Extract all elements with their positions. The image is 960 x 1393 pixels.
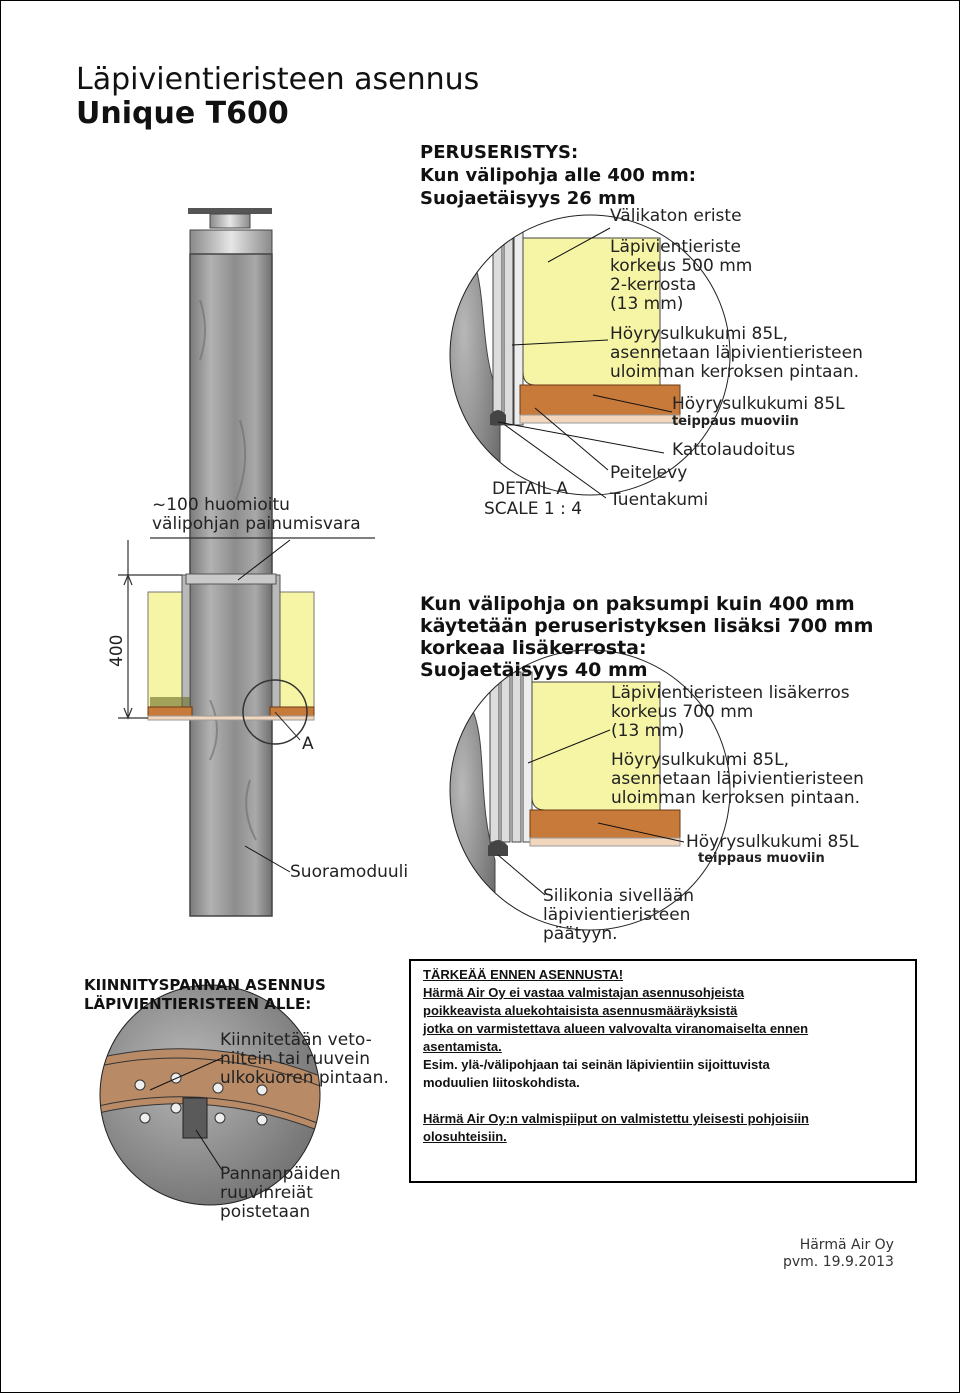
notice-line: moduulien liitoskohdista.: [423, 1075, 580, 1090]
label-line: Silikonia sivellään: [543, 886, 695, 906]
footer: Härmä Air Oy pvm. 19.9.2013: [783, 1237, 894, 1271]
label-line: Höyrysulkukumi 85L,: [611, 750, 790, 770]
label-line: ulkokuoren pintaan.: [220, 1068, 389, 1088]
notice-line: Esim. ylä-/välipohjaan tai seinän läpivi…: [423, 1057, 770, 1072]
label-line: Läpivientieriste: [610, 237, 741, 257]
clamp-heading: KIINNITYSPANNAN ASENNUS LÄPIVIENTIERISTE…: [84, 976, 326, 1014]
label-painumisvara: ~100 huomioitu välipohjan painumisvara: [152, 496, 361, 534]
label-line: Pannanpäiden: [220, 1164, 341, 1184]
dimension-400: [118, 537, 375, 720]
label-line: läpivientieristeen: [543, 905, 691, 925]
dimension-label-400: 400: [107, 634, 127, 667]
extra-heading-line: Suojaetäisyys 40 mm: [420, 659, 648, 681]
notice-line: jotka on varmistettava alueen valvovalta…: [423, 1021, 809, 1036]
label-silikonia: Silikonia sivellään läpivientieristeen p…: [543, 887, 694, 944]
label-hoyrysulkukumi: Höyrysulkukumi 85L, asennetaan läpivient…: [610, 325, 863, 382]
label-detail-a: DETAIL A: [492, 479, 569, 499]
label-teippaus-muoviin-2: teippaus muoviin: [698, 851, 825, 866]
basic-heading: PERUSERISTYS: Kun välipohja alle 400 mm:…: [420, 141, 696, 210]
label-kattolaudoitus: Kattolaudoitus: [672, 440, 796, 460]
label-lisakerros: Läpivientieristeen lisäkerros korkeus 70…: [611, 684, 850, 741]
basic-heading-line: Kun välipohja alle 400 mm:: [420, 165, 696, 186]
label-valikaton-eriste: Välikaton eriste: [610, 206, 742, 226]
footer-date: pvm. 19.9.2013: [783, 1254, 894, 1270]
notice-title: TÄRKEÄÄ ENNEN ASENNUSTA!: [423, 967, 624, 982]
extra-heading: Kun välipohja on paksumpi kuin 400 mm kä…: [420, 593, 873, 681]
notice-line: olosuhteisiin.: [423, 1129, 507, 1144]
notice-line: asentamista.: [423, 1039, 502, 1054]
label-line: niitein tai ruuvein: [220, 1049, 371, 1069]
label-line: ruuvinreiät: [220, 1183, 313, 1203]
label-scale: SCALE 1 : 4: [484, 499, 583, 519]
basic-heading-line: Suojaetäisyys 26 mm: [420, 188, 636, 209]
label-line: korkeus 700 mm: [611, 702, 754, 722]
label-line: uloimman kerroksen pintaan.: [611, 788, 861, 808]
label-teippaus-muoviin: teippaus muoviin: [672, 414, 799, 429]
label-line: välipohjan painumisvara: [152, 514, 361, 534]
detail-marker-a: A: [302, 734, 314, 754]
chimney-pipe: [188, 208, 273, 917]
label-kiinnitetaan: Kiinnitetään veto- niitein tai ruuvein u…: [220, 1031, 389, 1088]
extra-heading-line: käytetään peruseristyksen lisäksi 700 mm: [420, 615, 874, 637]
extra-heading-line: Kun välipohja on paksumpi kuin 400 mm: [420, 593, 855, 615]
label-hoyrysulkukumi-2: Höyrysulkukumi 85L, asennetaan läpivient…: [611, 751, 864, 808]
label-line: ~100 huomioitu: [152, 495, 290, 515]
notice-spacer: [423, 1092, 903, 1110]
label-line: Höyrysulkukumi 85L,: [610, 324, 789, 344]
label-peitelevy: Peitelevy: [610, 463, 688, 483]
label-line: asennetaan läpivientieristeen: [611, 769, 864, 789]
label-line: 2-kerrosta: [610, 275, 697, 295]
label-line: päätyyn.: [543, 924, 618, 944]
page-title-line1: Läpivientieristeen asennus: [76, 62, 480, 97]
notice-line: poikkeavista aluekohtaisista asennusmäär…: [423, 1003, 738, 1018]
label-tuentakumi: Tuentakumi: [610, 490, 709, 510]
notice-line: Härmä Air Oy:n valmispiiput on valmistet…: [423, 1111, 809, 1126]
label-line: uloimman kerroksen pintaan.: [610, 362, 860, 382]
basic-heading-line: PERUSERISTYS:: [420, 142, 579, 163]
clamp-detail: [99, 984, 321, 1206]
page-title-line2: Unique T600: [76, 96, 289, 131]
clamp-heading-line: KIINNITYSPANNAN ASENNUS: [84, 976, 326, 994]
label-line: Läpivientieristeen lisäkerros: [611, 683, 850, 703]
label-line: korkeus 500 mm: [610, 256, 753, 276]
clamp-heading-line: LÄPIVIENTIERISTEEN ALLE:: [84, 995, 312, 1013]
label-line: asennetaan läpivientieristeen: [610, 343, 863, 363]
label-line: poistetaan: [220, 1202, 311, 1222]
insulation-sleeve: [147, 573, 315, 745]
notice-line: Härmä Air Oy ei vastaa valmistajan asenn…: [423, 985, 745, 1000]
footer-company: Härmä Air Oy: [799, 1237, 894, 1253]
notice-box: TÄRKEÄÄ ENNEN ASENNUSTA! Härmä Air Oy ei…: [409, 959, 917, 1183]
label-line: Kiinnitetään veto-: [220, 1030, 372, 1050]
extra-heading-line: korkeaa lisäkerrosta:: [420, 637, 647, 659]
label-suoramoduuli: Suoramoduuli: [290, 862, 409, 882]
label-lapivientieriste: Läpivientieriste korkeus 500 mm 2-kerros…: [610, 238, 752, 314]
label-hoyrysulkukumi-teippaus-2: Höyrysulkukumi 85L: [686, 832, 859, 852]
label-line: (13 mm): [610, 294, 684, 314]
label-hoyrysulkukumi-teippaus: Höyrysulkukumi 85L: [672, 394, 845, 414]
label-pannanpaiden: Pannanpäiden ruuvinreiät poistetaan: [220, 1165, 341, 1222]
label-line: (13 mm): [611, 721, 685, 741]
